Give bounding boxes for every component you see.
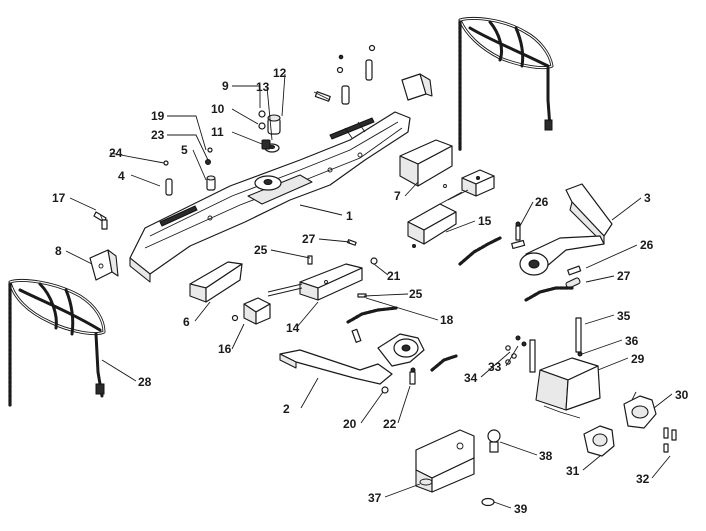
callout-26a: 26 [535, 195, 549, 209]
part-34-washers [505, 345, 517, 365]
part-25-screw-mid [307, 255, 313, 265]
callout-11: 11 [211, 125, 224, 139]
callout-26b: 26 [640, 238, 654, 252]
part-3-arm [519, 183, 613, 276]
part-7-cover [399, 139, 453, 187]
callout-18: 18 [440, 313, 454, 327]
part-23-nut [205, 159, 211, 165]
callout-30: 30 [675, 388, 689, 402]
part-11-nut [261, 139, 271, 150]
part-31-hitch [583, 425, 615, 457]
callout-1: 1 [346, 209, 353, 223]
part-21-washer [370, 257, 378, 265]
part-5-bushing [206, 175, 216, 191]
callout-25a: 25 [254, 243, 268, 257]
callout-3: 3 [644, 191, 651, 205]
pin-mid-small [351, 328, 362, 343]
callout-17: 17 [52, 191, 66, 205]
part-26-bolt-bottom [567, 265, 582, 276]
callout-21: 21 [387, 269, 401, 283]
callout-33: 33 [488, 360, 502, 374]
callout-19: 19 [151, 109, 165, 123]
chain-15 [458, 236, 502, 266]
callout-36: 36 [625, 334, 639, 348]
callout-28: 28 [138, 375, 152, 389]
part-37-bracket [415, 429, 475, 493]
part-2-arm [279, 333, 425, 385]
callout-14: 14 [286, 321, 300, 335]
part-10-washer [258, 122, 266, 130]
part-8-bracket [89, 249, 119, 281]
callout-10: 10 [211, 102, 225, 116]
callout-6: 6 [183, 315, 190, 329]
callout-7: 7 [394, 189, 401, 203]
chain-27 [524, 286, 574, 302]
part-17-bolt [93, 211, 108, 230]
callouts: 1 2 3 4 5 6 7 8 9 10 11 12 13 14 15 16 1… [52, 66, 689, 516]
callout-31: 31 [566, 464, 580, 478]
part-28-net-left [8, 279, 106, 407]
callout-8: 8 [55, 244, 62, 258]
callout-13: 13 [256, 80, 270, 94]
part-26-bolt-top [511, 221, 526, 250]
callout-16: 16 [218, 342, 232, 356]
callout-38: 38 [539, 449, 553, 463]
part-19-washer [207, 147, 213, 153]
chain-18 [346, 306, 398, 324]
callout-34: 34 [464, 371, 478, 385]
callout-27a: 27 [302, 232, 316, 246]
part-27-pin-right [565, 277, 581, 289]
callout-12: 12 [273, 66, 287, 80]
callout-15: 15 [478, 214, 492, 228]
callout-5: 5 [181, 143, 188, 157]
part-25-screw-low [357, 293, 367, 298]
part-6-block [189, 261, 243, 303]
part-29-bracket [529, 317, 601, 419]
part-16-clamp [231, 297, 271, 325]
top-hardware-cluster [313, 44, 433, 105]
leader-lines [65, 73, 673, 509]
part-1-main-frame [129, 111, 411, 283]
part-4-pin [165, 178, 173, 196]
part-32-bolts [663, 427, 677, 453]
part-38-ball [487, 429, 501, 453]
callout-29: 29 [631, 352, 645, 366]
part-20-nut [381, 386, 389, 394]
callout-2: 2 [283, 402, 290, 416]
callout-24: 24 [109, 146, 123, 160]
part-9-bolt [258, 110, 266, 118]
callout-22: 22 [383, 417, 397, 431]
net-top-right [458, 17, 554, 152]
guide-block [443, 169, 495, 197]
callout-25b: 25 [409, 287, 423, 301]
callout-37: 37 [368, 491, 382, 505]
part-15-cylinder [407, 189, 469, 248]
callout-20: 20 [343, 417, 357, 431]
callout-9: 9 [222, 79, 229, 93]
chain-22 [430, 354, 458, 372]
part-14-guide [267, 263, 363, 301]
callout-23: 23 [151, 128, 165, 142]
callout-4: 4 [118, 169, 125, 183]
callout-35: 35 [617, 309, 631, 323]
callout-32: 32 [636, 472, 650, 486]
part-22-bolt [409, 367, 416, 385]
part-24-washer [163, 160, 169, 166]
part-33-nuts [515, 335, 527, 347]
part-27-pin-mid [346, 239, 357, 246]
part-30-hitch [623, 391, 657, 429]
callout-39: 39 [514, 502, 528, 516]
callout-27b: 27 [617, 269, 631, 283]
part-39-nut [481, 497, 495, 507]
